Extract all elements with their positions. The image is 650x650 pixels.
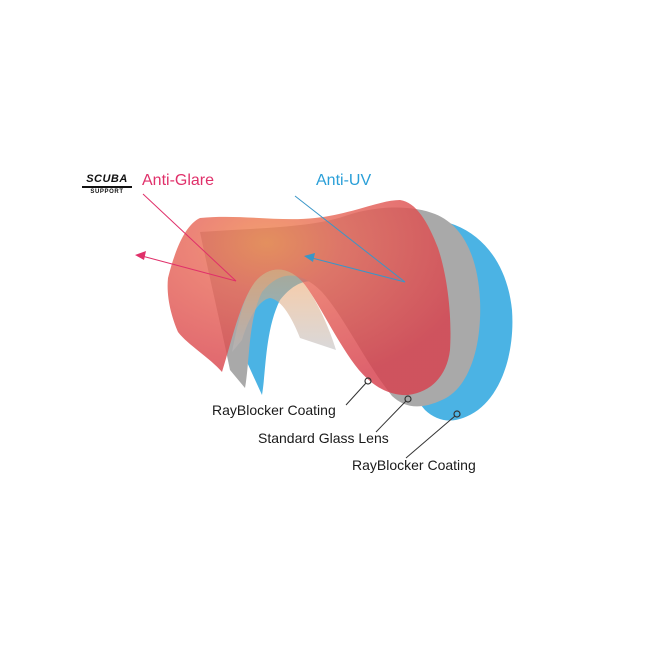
anti-uv-label: Anti-UV <box>316 172 372 189</box>
callout-dot-glass <box>404 395 412 403</box>
layer-label-front-coating: RayBlocker Coating <box>212 402 336 418</box>
layer-label-back-coating: RayBlocker Coating <box>352 457 476 473</box>
scuba-support-logo: SCUBA SUPPORT <box>82 174 132 196</box>
logo-name: SCUBA <box>86 173 128 185</box>
anti-uv-arrowhead <box>304 253 315 262</box>
anti-uv-reflected-arrow <box>311 257 406 283</box>
layer-label-glass-lens: Standard Glass Lens <box>258 430 389 446</box>
callout-leader-front <box>345 382 367 406</box>
callout-leader-glass <box>375 400 407 433</box>
callout-dot-front <box>364 377 372 385</box>
anti-glare-arrowhead <box>135 251 146 260</box>
nose-bridge-tint <box>232 269 336 352</box>
front-coating-layer <box>167 200 451 396</box>
callout-leader-back <box>405 415 456 459</box>
anti-glare-incoming-arrow <box>142 193 237 282</box>
anti-glare-reflected-arrow <box>141 255 237 282</box>
callout-dot-back <box>453 410 461 418</box>
anti-uv-incoming-arrow <box>294 195 406 283</box>
logo-sub: SUPPORT <box>90 188 124 195</box>
anti-glare-label: Anti-Glare <box>142 172 215 189</box>
logo-rule <box>82 186 132 188</box>
